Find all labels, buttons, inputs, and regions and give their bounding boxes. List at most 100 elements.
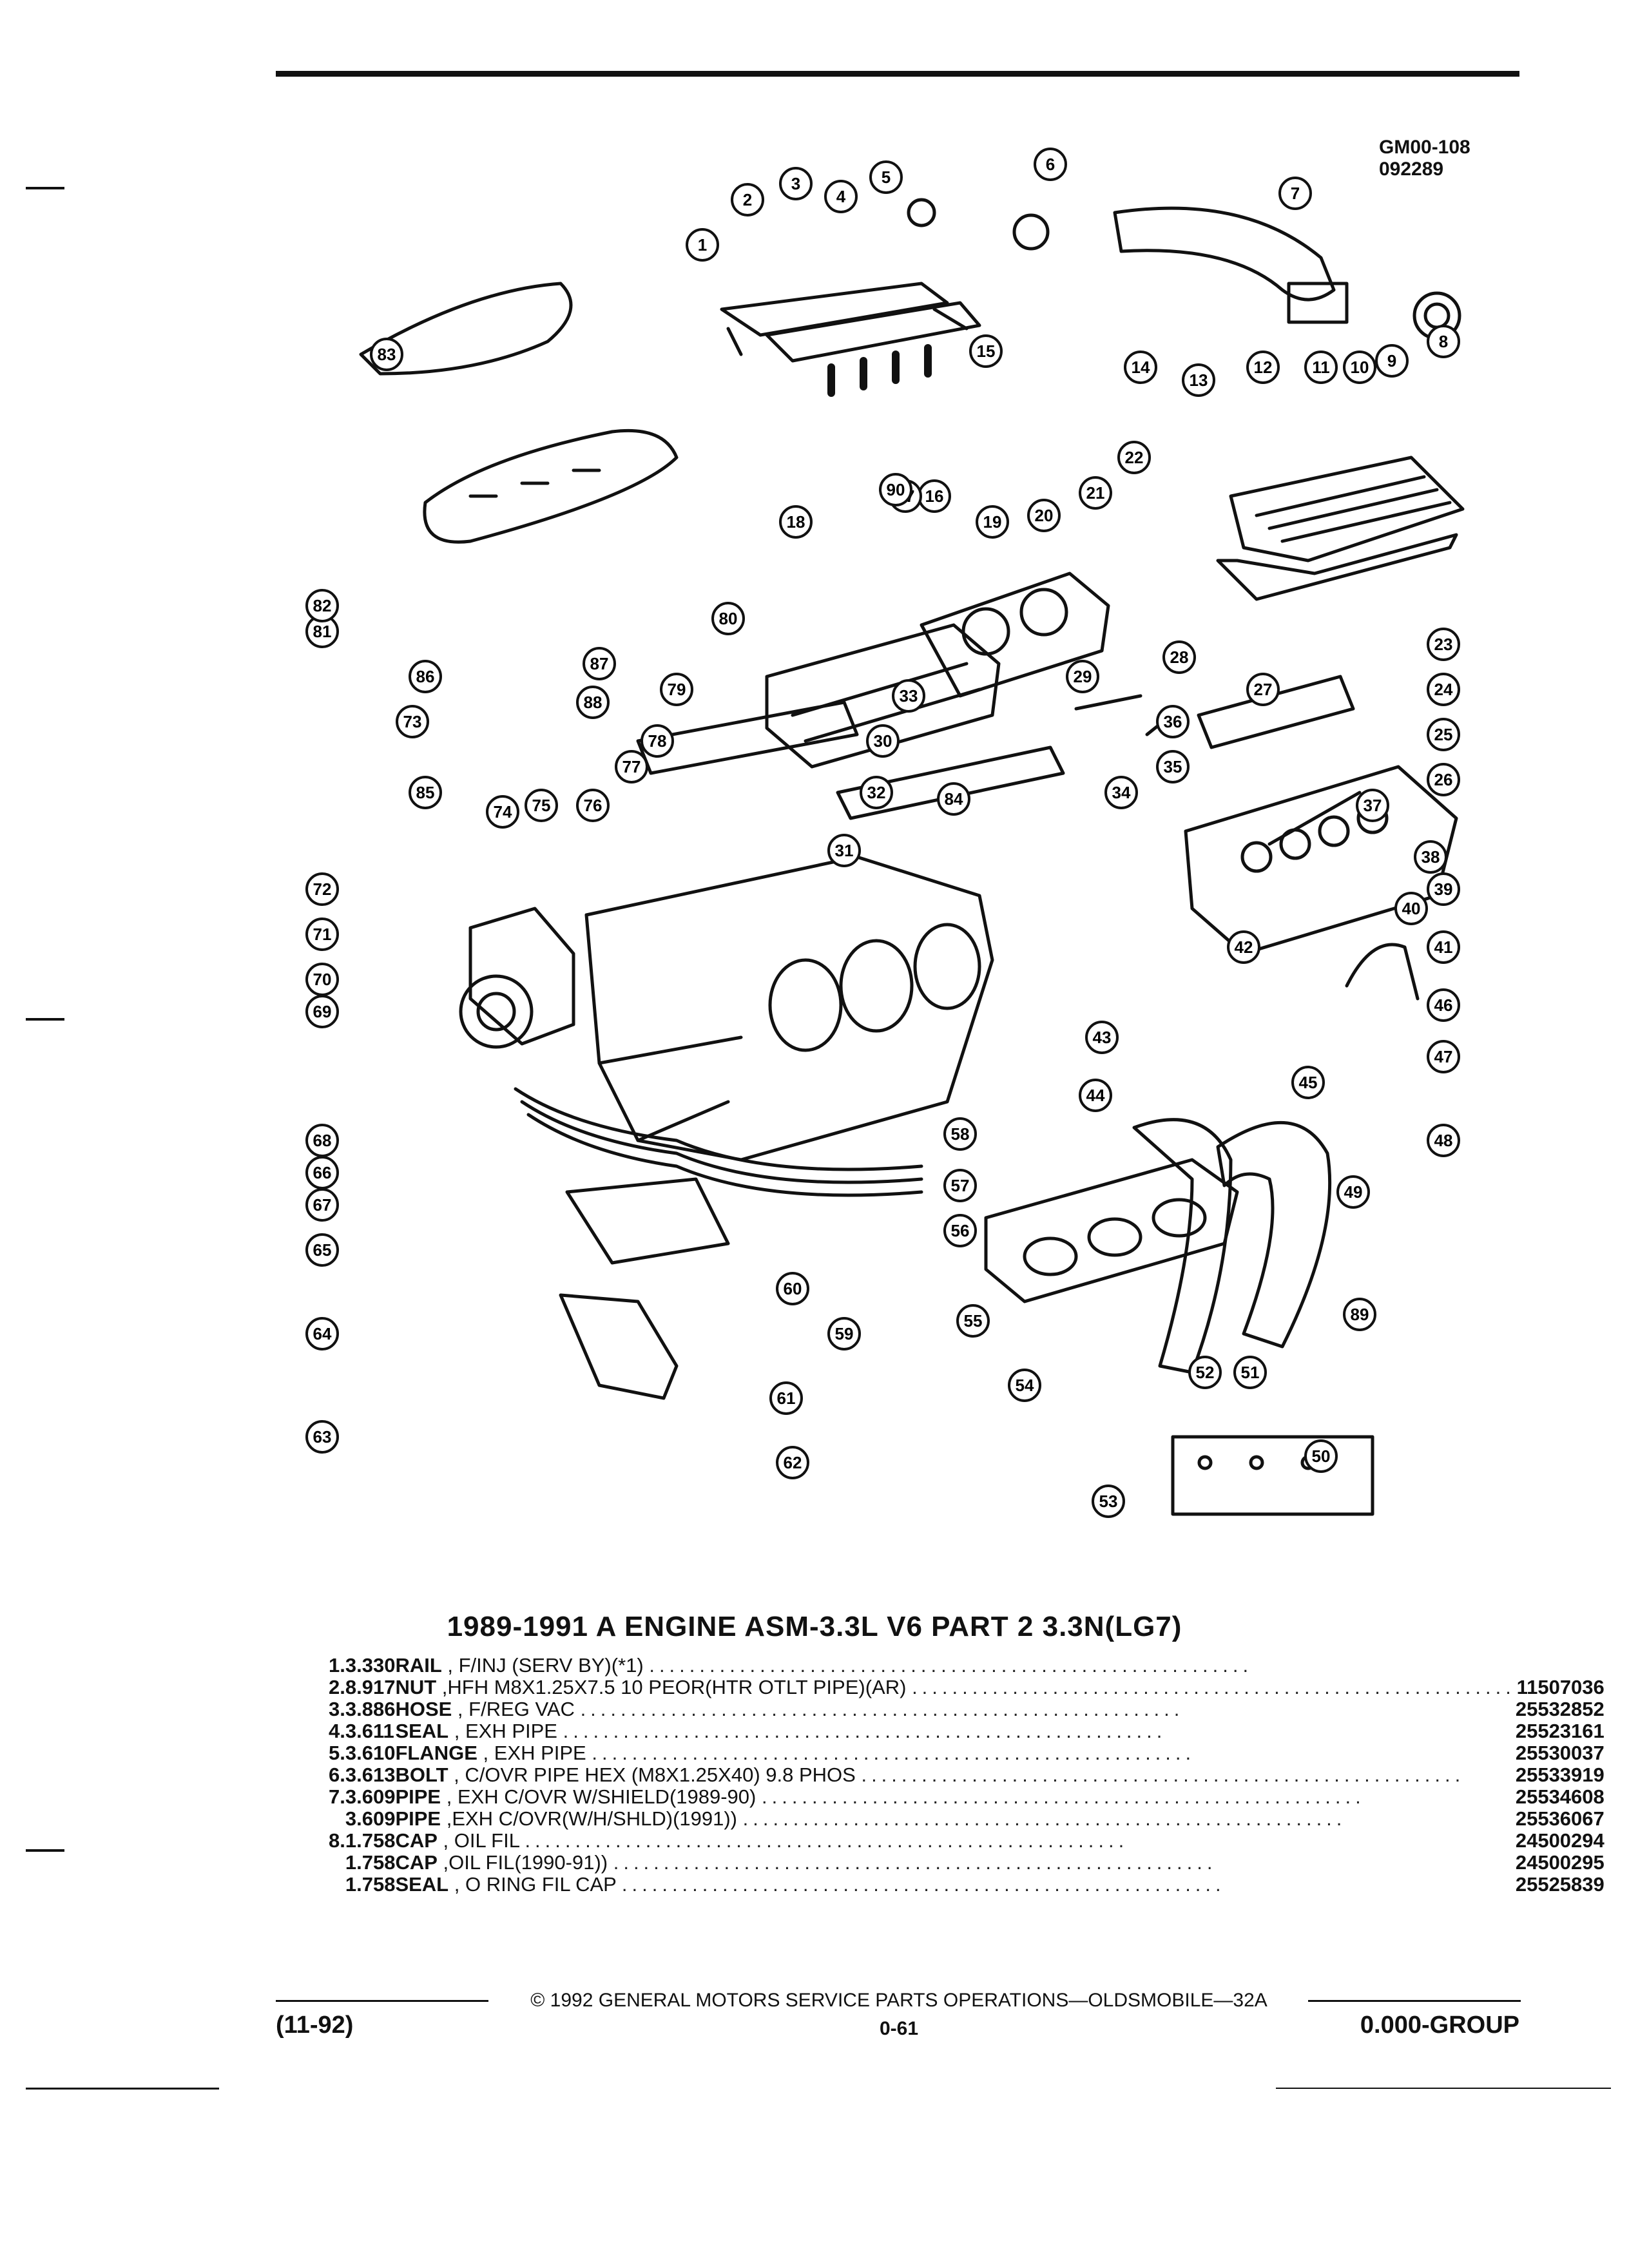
callout-circle xyxy=(1066,660,1099,693)
part-number: 25536067 xyxy=(1515,1807,1605,1830)
callout-number: 84 xyxy=(945,789,963,809)
callout-number: 88 xyxy=(584,693,602,712)
part-detail: , O RING FIL CAP xyxy=(454,1874,617,1896)
callout-number: 42 xyxy=(1235,937,1253,957)
footer-page-number: 0-61 xyxy=(879,2018,919,2039)
part-detail: ,EXH C/OVR(W/H/SHLD)(1991)) xyxy=(446,1808,738,1830)
leader-dots: ........................................… xyxy=(649,1655,1253,1677)
callout-number: 38 xyxy=(1422,847,1440,867)
callout-circle xyxy=(1427,325,1460,358)
callout-number: 54 xyxy=(1016,1376,1034,1395)
callout-number: 80 xyxy=(719,609,738,628)
callout-number: 63 xyxy=(313,1427,332,1446)
callout-circle xyxy=(370,338,403,371)
callout-circle xyxy=(879,473,912,506)
callout-number: 82 xyxy=(313,596,332,615)
group-code: 1.758 xyxy=(345,1851,396,1874)
item-number: 2. xyxy=(329,1676,345,1698)
callout-number: 11 xyxy=(1312,358,1330,377)
leader-dots: ........................................… xyxy=(861,1764,1465,1786)
part-detail: , F/INJ (SERV BY)(*1) xyxy=(447,1655,644,1677)
callout-circle xyxy=(409,660,442,693)
callout-number: 35 xyxy=(1164,757,1182,776)
scan-mark xyxy=(26,1849,64,1852)
part-number: 25523161 xyxy=(1515,1720,1605,1742)
callout-number: 14 xyxy=(1132,358,1150,377)
scan-mark xyxy=(26,2088,219,2090)
item-number: 6. xyxy=(329,1763,345,1786)
callout-number: 76 xyxy=(584,796,602,815)
callout-circle xyxy=(1156,705,1190,738)
part-description: PIPE , EXH C/OVR W/SHIELD(1989-90) .....… xyxy=(395,1786,1515,1808)
part-description: BOLT , C/OVR PIPE HEX (M8X1.25X40) 9.8 P… xyxy=(395,1764,1515,1786)
part-name: RAIL xyxy=(395,1655,442,1677)
callout-circle xyxy=(1427,1124,1460,1157)
callout-number: 61 xyxy=(777,1389,796,1408)
callout-number: 89 xyxy=(1351,1305,1369,1324)
callout-circle xyxy=(576,789,610,822)
footer-rule-left xyxy=(276,2000,488,2002)
callout-circle xyxy=(956,1304,990,1338)
callout-number: 47 xyxy=(1434,1047,1453,1066)
callout-number: 69 xyxy=(313,1002,332,1021)
callout-circle xyxy=(776,1272,809,1305)
callout-circle xyxy=(866,724,900,758)
callout-circle xyxy=(943,1117,977,1151)
callout-number: 58 xyxy=(951,1124,970,1144)
callout-number: 3 xyxy=(791,174,800,193)
callout-number: 31 xyxy=(835,841,854,860)
part-name: PIPE xyxy=(395,1808,441,1830)
callout-number: 27 xyxy=(1254,680,1273,699)
item-number: 8. xyxy=(329,1829,345,1852)
part-number: 25530037 xyxy=(1515,1742,1605,1764)
callout-number: 16 xyxy=(925,486,944,506)
leader-dots: ........................................… xyxy=(525,1830,1129,1852)
callout-circle xyxy=(1343,1298,1376,1331)
group-code: 3.613 xyxy=(345,1763,396,1786)
group-code: 3.330 xyxy=(345,1654,396,1677)
callout-number: 43 xyxy=(1093,1028,1112,1047)
callout-number: 12 xyxy=(1254,358,1273,377)
item-number: 7. xyxy=(329,1785,345,1808)
leader-dots: ........................................… xyxy=(580,1698,1184,1720)
callout-number: 10 xyxy=(1351,358,1369,377)
part-number xyxy=(1516,1655,1605,1677)
group-code: 3.610 xyxy=(345,1742,396,1764)
callout-circle xyxy=(1427,1040,1460,1073)
header-rule xyxy=(276,71,1519,77)
group-code: 3.609 xyxy=(345,1785,396,1808)
leader-dots: ........................................… xyxy=(621,1874,1226,1896)
callout-circle xyxy=(576,686,610,719)
callout-number: 9 xyxy=(1387,351,1396,370)
callout-number: 77 xyxy=(622,757,641,776)
callout-number: 2 xyxy=(743,190,752,209)
callout-circle xyxy=(711,602,745,635)
callout-circle xyxy=(305,963,339,996)
callout-number: 83 xyxy=(378,345,396,364)
item-number: 3. xyxy=(329,1698,345,1720)
callout-number: 64 xyxy=(313,1324,332,1343)
footer-rule-right xyxy=(1308,2000,1521,2002)
callout-circle xyxy=(943,1214,977,1247)
callout-number: 87 xyxy=(590,654,609,673)
leader-dots: ........................................… xyxy=(912,1677,1516,1698)
item-number xyxy=(329,1874,345,1896)
callout-number: 36 xyxy=(1164,712,1182,731)
item-number xyxy=(329,1808,345,1830)
part-number: 25525839 xyxy=(1515,1873,1605,1896)
callout-circle xyxy=(824,180,858,213)
callout-number: 53 xyxy=(1099,1492,1118,1511)
callout-circle xyxy=(583,647,616,680)
callout-number: 46 xyxy=(1434,995,1453,1015)
callout-circle xyxy=(1414,840,1447,874)
callout-circle xyxy=(396,705,429,738)
callout-circle xyxy=(969,334,1003,368)
callout-circle xyxy=(1008,1369,1041,1402)
callout-circle xyxy=(305,1317,339,1350)
callout-circle xyxy=(776,1446,809,1479)
group-code: 1.758 xyxy=(345,1873,396,1896)
callout-circle xyxy=(779,167,813,200)
